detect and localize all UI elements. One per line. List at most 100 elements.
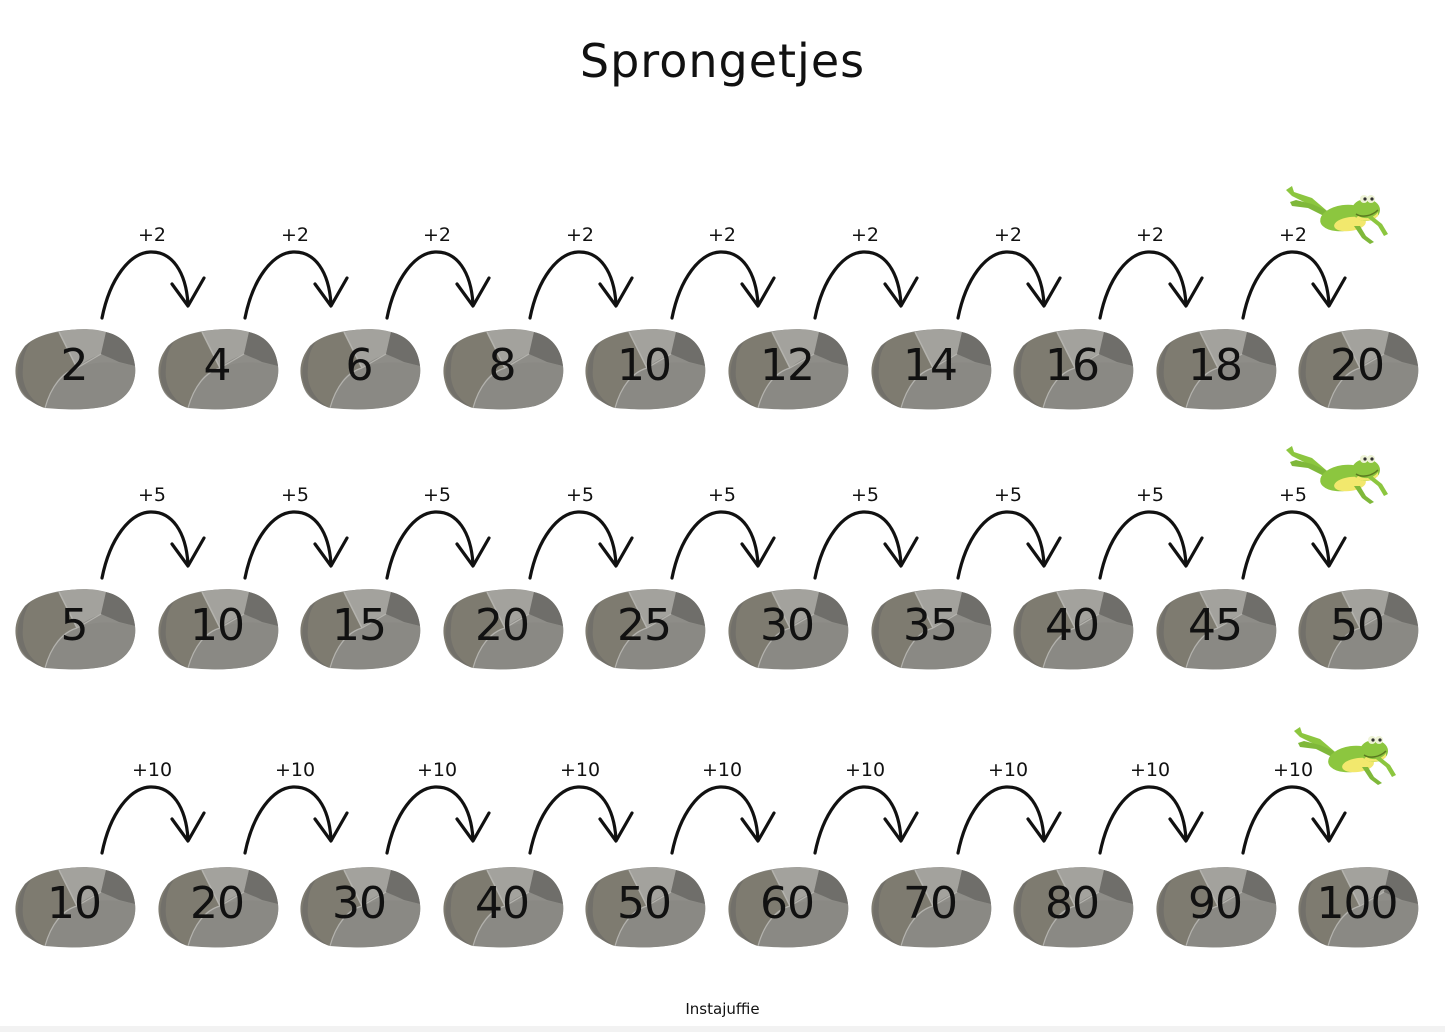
rock-number: 60 [760, 878, 815, 929]
curved-arrow-icon [813, 510, 919, 580]
curved-arrow-icon [385, 785, 491, 855]
rock-icon [1156, 329, 1277, 410]
rock: 16 [1009, 324, 1135, 410]
jump-arrow: +10 [805, 759, 925, 863]
rock-number: 100 [1316, 878, 1399, 929]
step-label: +5 [1278, 484, 1307, 506]
rock-icon [443, 589, 564, 670]
step-label: +2 [993, 224, 1022, 246]
rock-number: 90 [1188, 878, 1243, 929]
jump-arrow: +10 [235, 759, 355, 863]
step-label: +10 [274, 759, 316, 781]
rock-icon [585, 329, 706, 410]
jump-arrow: +10 [948, 759, 1068, 863]
jump-arrow: +2 [1090, 224, 1210, 328]
rock-number: 20 [475, 600, 530, 651]
rock-icon [871, 329, 992, 410]
jump-arrow: +2 [948, 224, 1068, 328]
bottom-divider [0, 1026, 1445, 1032]
step-label: +2 [707, 224, 736, 246]
rock-icon [1013, 867, 1134, 948]
step-label: +5 [993, 484, 1022, 506]
step-label: +5 [1135, 484, 1164, 506]
step-label: +2 [850, 224, 879, 246]
curved-arrow-icon [1241, 510, 1347, 580]
rock: 25 [581, 584, 707, 670]
rock-number: 2 [60, 340, 89, 391]
jump-arrow: +10 [92, 759, 212, 863]
jump-arrow: +2 [520, 224, 640, 328]
footer-credit: Instajuffie [685, 1000, 760, 1018]
jump-arrow: +5 [92, 484, 212, 588]
rock-number: 40 [1045, 600, 1100, 651]
curved-arrow-icon [100, 250, 206, 320]
frog-illustration [1282, 442, 1392, 514]
jump-arrow: +5 [1233, 484, 1353, 588]
jump-arrow: +2 [92, 224, 212, 328]
curved-arrow-icon [670, 785, 776, 855]
rock-number: 30 [760, 600, 815, 651]
rock: 8 [439, 324, 565, 410]
rock: 20 [439, 584, 565, 670]
jump-arrow: +5 [1090, 484, 1210, 588]
rock-icon [300, 867, 421, 948]
rock-number: 20 [1330, 340, 1385, 391]
jump-arrow: +10 [1233, 759, 1353, 863]
rock-number: 80 [1045, 878, 1100, 929]
rock: 10 [154, 584, 280, 670]
curved-arrow-icon [956, 510, 1062, 580]
jump-arrow: +2 [662, 224, 782, 328]
rock-icon [158, 329, 279, 410]
jump-arrow: +2 [377, 224, 497, 328]
rock: 15 [296, 584, 422, 670]
rock: 50 [581, 862, 707, 948]
rock-number: 10 [47, 878, 102, 929]
step-label: +2 [422, 224, 451, 246]
curved-arrow-icon [1098, 510, 1204, 580]
curved-arrow-icon [528, 510, 634, 580]
rock: 2 [11, 324, 137, 410]
step-label: +5 [850, 484, 879, 506]
curved-arrow-icon [956, 785, 1062, 855]
jump-arrow: +5 [662, 484, 782, 588]
rock-number: 40 [475, 878, 530, 929]
rock-icon [15, 589, 136, 670]
rock: 20 [1294, 324, 1420, 410]
rock-icon [300, 589, 421, 670]
rock: 10 [581, 324, 707, 410]
rock-icon [443, 329, 564, 410]
rock-icon [300, 329, 421, 410]
curved-arrow-icon [1098, 250, 1204, 320]
rock: 35 [867, 584, 993, 670]
rock: 12 [724, 324, 850, 410]
curved-arrow-icon [243, 250, 349, 320]
rock-icon [1298, 867, 1419, 948]
rock: 10 [11, 862, 137, 948]
step-label: +10 [1129, 759, 1171, 781]
step-label: +10 [1272, 759, 1314, 781]
curved-arrow-icon [1241, 250, 1347, 320]
step-label: +10 [844, 759, 886, 781]
rock-number: 18 [1188, 340, 1243, 391]
rock: 45 [1152, 584, 1278, 670]
frog-icon [1286, 446, 1388, 504]
number-row-2: 5 10 15 [0, 446, 1445, 740]
rock-icon [158, 589, 279, 670]
frog-icon [1286, 186, 1388, 244]
step-label: +2 [565, 224, 594, 246]
curved-arrow-icon [528, 785, 634, 855]
rock-icon [1013, 589, 1134, 670]
rock-number: 14 [903, 340, 958, 391]
rock: 80 [1009, 862, 1135, 948]
rock-icon [728, 329, 849, 410]
rock-number: 12 [760, 340, 815, 391]
number-row-1: 2 4 6 [0, 186, 1445, 480]
rock: 100 [1294, 862, 1420, 948]
rock: 60 [724, 862, 850, 948]
jump-arrow: +10 [520, 759, 640, 863]
step-label: +10 [701, 759, 743, 781]
rock: 40 [439, 862, 565, 948]
rock-number: 50 [1330, 600, 1385, 651]
jump-arrow: +2 [1233, 224, 1353, 328]
rock-number: 10 [190, 600, 245, 651]
